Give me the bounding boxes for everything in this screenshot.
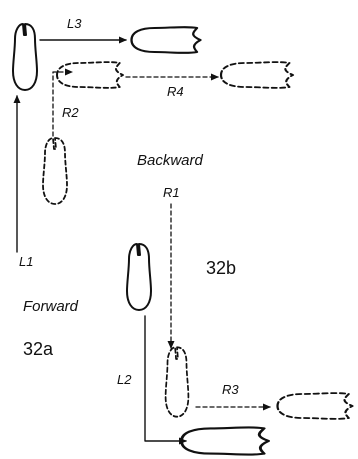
label-r3: R3 (222, 382, 239, 397)
footprint-r4 (219, 61, 295, 89)
footprint-r2 (42, 137, 68, 205)
footprint-r2-turned (56, 61, 124, 89)
label-forward: Forward (23, 298, 79, 315)
footprint-r1 (164, 346, 190, 418)
label-r1: R1 (163, 185, 180, 200)
label-l3: L3 (67, 16, 82, 31)
arrow-l2 (144, 315, 187, 445)
footprint-l2 (126, 243, 152, 311)
label-32b: 32b (206, 258, 237, 278)
footprint-l1 (12, 23, 38, 91)
footprint-l3 (130, 25, 202, 55)
footprint-l2-end (180, 426, 270, 456)
footprint-r3 (276, 391, 354, 421)
arrow-r2 (52, 68, 73, 137)
label-r2: R2 (62, 105, 79, 120)
label-l2: L2 (117, 372, 132, 387)
label-backward: Backward (137, 152, 203, 169)
label-l1: L1 (19, 254, 34, 269)
label-32a: 32a (23, 339, 54, 359)
label-r4: R4 (167, 84, 184, 99)
